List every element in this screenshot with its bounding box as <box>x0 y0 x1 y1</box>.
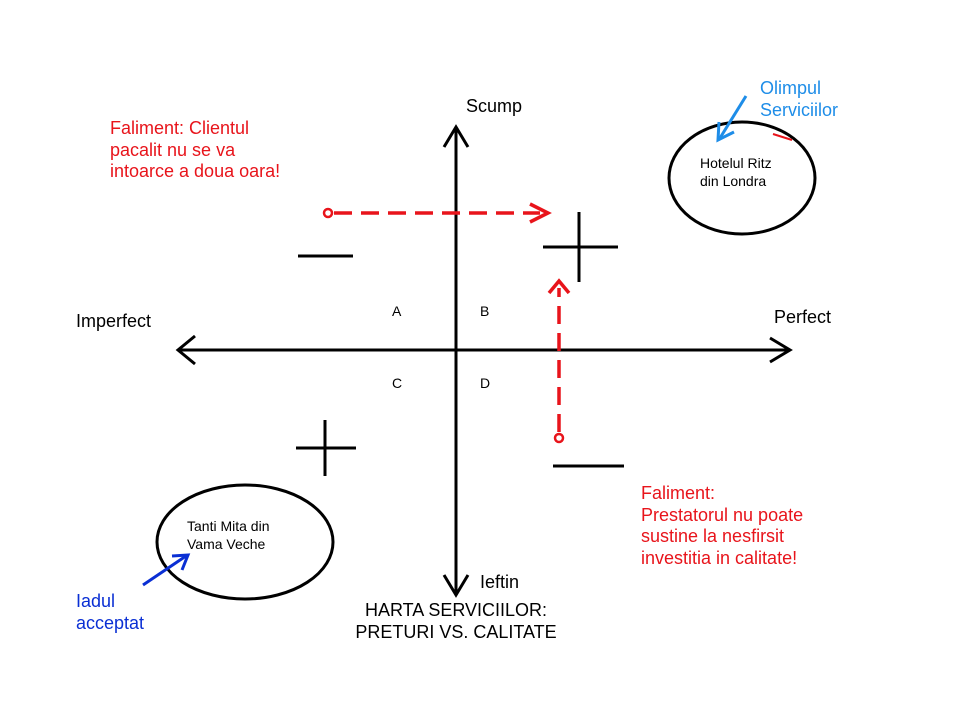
hotel-ritz-label: Hotelul Ritz din Londra <box>700 155 772 189</box>
plus-sign-bottom-left <box>296 420 356 476</box>
axis-label-bottom: Ieftin <box>480 572 520 592</box>
red-arrowhead-right <box>529 202 552 224</box>
top-arrowhead <box>442 124 470 148</box>
right-arrowhead <box>769 336 793 364</box>
light-blue-arrow <box>718 95 748 139</box>
quadrant-label-d: D <box>480 375 491 391</box>
map-title: HARTA SERVICIILOR: PRETURI VS. CALITATE <box>355 600 557 642</box>
hotel-ritz-ellipse <box>667 120 817 236</box>
tanti-mita-ellipse <box>155 483 335 601</box>
axis-label-top: Scump <box>466 96 523 116</box>
note-client-bankruptcy: Faliment: Clientul pacalit nu se va into… <box>110 118 281 182</box>
note-iadul-acceptat: Iadul acceptat <box>76 591 145 633</box>
blue-arrow <box>142 554 187 587</box>
quadrant-label-c: C <box>392 375 403 391</box>
red-start-dot-top <box>322 207 334 219</box>
plus-sign-top-right <box>543 212 618 282</box>
note-olimpul-serviciilor: Olimpul Serviciilor <box>760 78 839 120</box>
blue-arrowhead <box>171 553 191 571</box>
left-arrowhead <box>175 334 196 366</box>
red-stub-near-olimpul <box>772 133 793 141</box>
quadrant-label-b: B <box>480 303 490 319</box>
red-start-dot-bottom <box>553 432 565 444</box>
light-blue-arrowhead <box>716 121 735 143</box>
bottom-arrowhead <box>442 574 470 598</box>
tanti-mita-label: Tanti Mita din Vama Veche <box>187 518 270 552</box>
quadrant-label-a: A <box>392 303 402 319</box>
axis-label-right: Perfect <box>774 307 832 327</box>
axis-label-left: Imperfect <box>76 311 152 331</box>
note-provider-bankruptcy: Faliment: Prestatorul nu poate sustine l… <box>641 483 804 568</box>
red-arrowhead-up <box>547 278 571 295</box>
